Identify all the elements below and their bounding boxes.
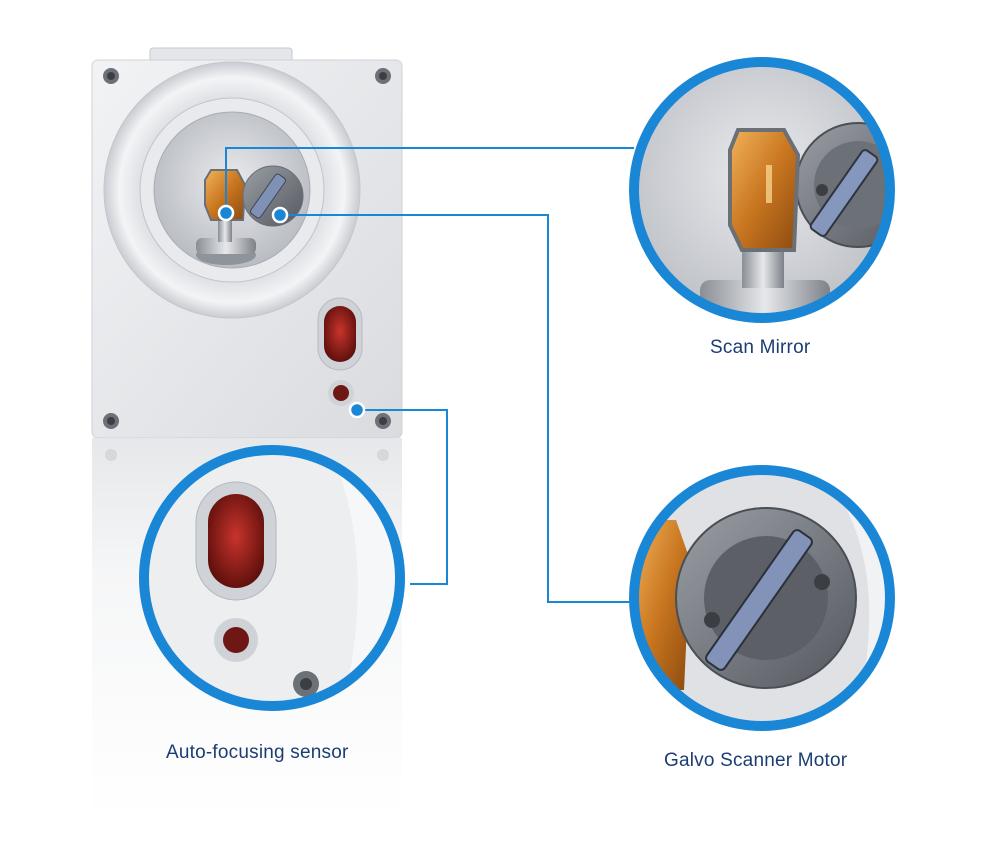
- galvo-motor-marker: [271, 206, 289, 224]
- auto-focus-sensor-label: Auto-focusing sensor: [166, 742, 349, 763]
- scan-mirror-zoom: [629, 57, 895, 323]
- galvo-motor-zoom: [629, 465, 895, 731]
- screw-icon: [375, 413, 391, 429]
- callout-dots: [217, 204, 366, 419]
- scan-mirror-label: Scan Mirror: [710, 337, 811, 358]
- scan-mirror-marker: [217, 204, 235, 222]
- sensor-zoom: [139, 445, 405, 711]
- galvo-motor-label: Galvo Scanner Motor: [664, 750, 848, 771]
- screw-icon: [103, 413, 119, 429]
- screw-icon: [375, 68, 391, 84]
- screw-icon: [103, 68, 119, 84]
- callout-lines: [225, 147, 634, 603]
- sensor-marker: [348, 401, 366, 419]
